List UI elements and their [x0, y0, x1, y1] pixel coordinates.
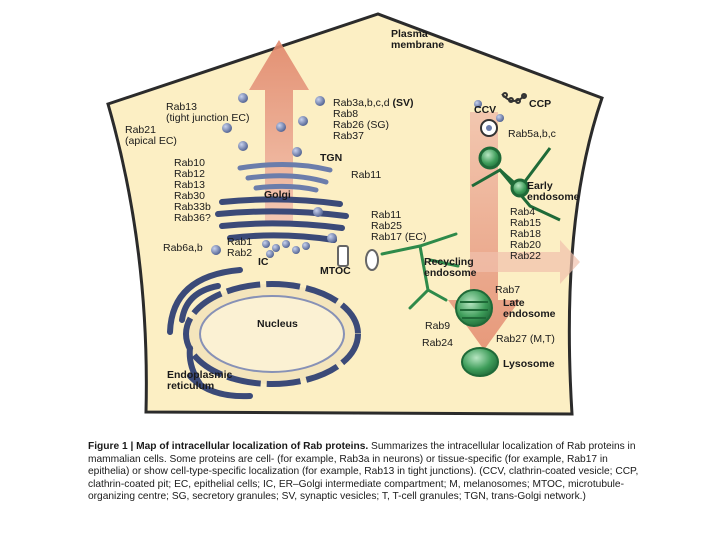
label-rab27: Rab27 (M,T): [496, 333, 555, 345]
label-golgi-rabs: Rab10 Rab12 Rab13 Rab30 Rab33b Rab36?: [174, 157, 214, 224]
late-endosome: [455, 289, 493, 327]
label-rab24: Rab24: [422, 337, 453, 349]
label-ccv: CCV: [474, 104, 496, 116]
label-rab9: Rab9: [425, 320, 450, 332]
label-mtoc: MTOC: [320, 265, 351, 277]
label-recycling-endosome: Recycling endosome: [424, 256, 477, 279]
endoplasmic-reticulum: [167, 267, 253, 400]
golgi-stack: [215, 196, 349, 243]
label-rab17: Rab17 (EC): [371, 231, 426, 243]
early-vesicles: [474, 100, 504, 122]
label-nucleus: Nucleus: [257, 318, 298, 330]
recycling-endosome: [380, 232, 460, 310]
ic-cluster: [262, 240, 310, 258]
label-tgn: TGN: [320, 152, 342, 164]
endocytic-arrow: [448, 112, 520, 350]
label-rab3: Rab3a,b,c,d (SV): [333, 97, 414, 109]
label-rab37: Rab37: [333, 130, 364, 142]
mtoc-icon: [337, 245, 379, 271]
label-rab6: Rab6a,b: [163, 242, 203, 254]
label-lysosome: Lysosome: [503, 358, 555, 370]
label-golgi: Golgi: [264, 189, 291, 201]
ccv-icon: [480, 119, 498, 137]
label-rab13-tj: Rab13 (tight junction EC): [166, 101, 249, 124]
nucleus: [183, 281, 361, 387]
label-rab2: Rab2: [227, 247, 252, 259]
early-endosome: [471, 146, 561, 222]
label-rab21: Rab21 (apical EC): [125, 124, 177, 147]
label-rab7: Rab7: [495, 284, 520, 296]
label-early-rabs: Rab4 Rab15 Rab18 Rab20 Rab22: [510, 206, 544, 262]
tgn-network: [237, 161, 333, 193]
figure-caption: Figure 1 | Map of intracellular localiza…: [88, 441, 648, 504]
label-rab1: Rab1: [227, 236, 252, 248]
caption-title: Figure 1 | Map of intracellular localiza…: [88, 441, 369, 452]
label-rab5: Rab5a,b,c: [508, 128, 556, 140]
label-plasma-membrane: Plasma membrane: [391, 28, 444, 51]
label-rab11-tgn: Rab11: [351, 169, 381, 181]
label-rab26: Rab26 (SG): [333, 119, 389, 131]
ccp-icon: [501, 92, 527, 104]
secretory-vesicles: [211, 93, 337, 255]
label-early-endosome: Early endosome: [527, 180, 580, 203]
caption-body: Summarizes the intracellular localizatio…: [88, 441, 639, 503]
label-rab8: Rab8: [333, 108, 358, 120]
recycling-arrow: [470, 240, 580, 284]
label-ccp: CCP: [529, 98, 551, 110]
label-recycling-rabs: Rab11 Rab25: [371, 209, 404, 232]
label-ic: IC: [258, 256, 269, 268]
lysosome: [461, 347, 499, 377]
label-er: Endoplasmic reticulum: [167, 369, 235, 392]
label-late-endosome: Late endosome: [503, 297, 556, 320]
